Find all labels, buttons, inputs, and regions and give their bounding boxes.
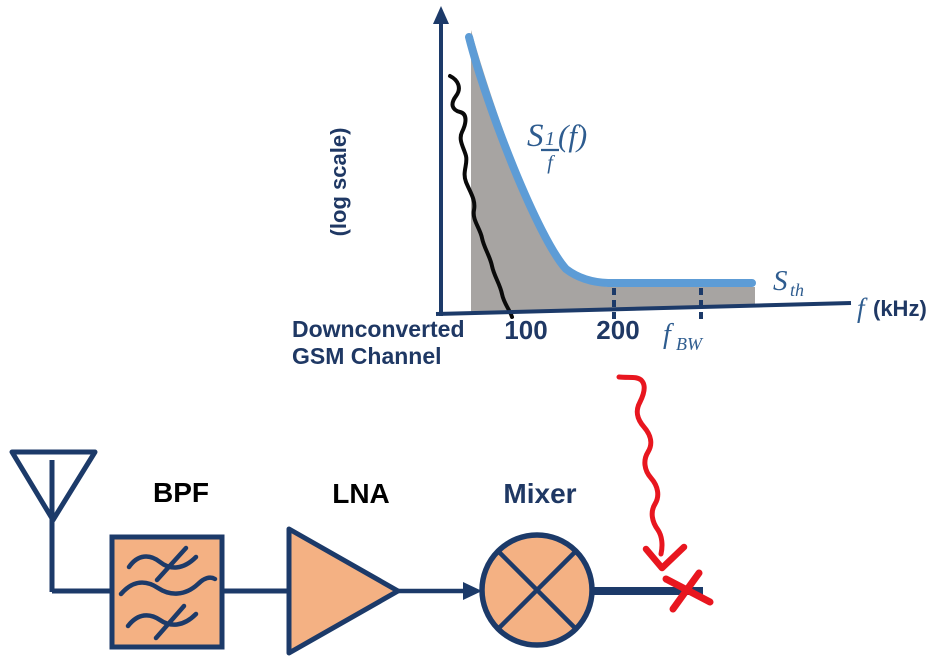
thermal-floor-label: S th — [773, 265, 804, 300]
filter-slash-bottom — [153, 603, 187, 641]
y-axis-label: (log scale) — [326, 128, 351, 237]
flicker-psd-label: S 1 f (f) — [527, 118, 587, 174]
filter-slash-top — [154, 545, 189, 583]
mixer-icon — [479, 532, 595, 648]
tick-label-100: 100 — [504, 315, 547, 345]
filter-wave-bottom — [125, 611, 199, 629]
lna-label: LNA — [332, 478, 390, 509]
flicker-psd-label-arg: (f) — [558, 118, 587, 153]
mixer-cross-2 — [497, 550, 577, 630]
y-axis-arrowhead-icon — [433, 6, 449, 24]
red-arrowhead-icon — [642, 543, 688, 572]
flicker-noise-curve — [465, 33, 756, 287]
tick-label-200: 200 — [596, 315, 639, 345]
bpf-filter-icon — [118, 545, 218, 641]
tick-label-fbw: f BW — [663, 319, 704, 354]
filter-wave-middle — [118, 575, 218, 597]
bpf-label: BPF — [153, 477, 209, 508]
thermal-floor-label-s: S — [773, 265, 788, 297]
x-axis-label-f: f — [857, 293, 868, 323]
shaded-noise-region — [471, 30, 755, 312]
spectrum-plot: (log scale) S 1 f (f) S th f (kHz) 100 2… — [292, 6, 927, 369]
red-annotation — [616, 374, 714, 613]
caption: Downconverted GSM Channel — [292, 316, 465, 369]
x-axis-label-unit: (kHz) — [873, 296, 927, 321]
receiver-chain: BPF LNA Mixer — [9, 449, 703, 656]
x-axis — [435, 301, 852, 316]
tick-label-fbw-sub: BW — [676, 334, 704, 354]
filter-wave-top — [126, 554, 199, 570]
red-x-mark — [662, 569, 714, 613]
measured-noise-trace — [448, 74, 514, 319]
antenna-icon — [9, 449, 98, 592]
red-squiggle-arrow — [616, 374, 665, 557]
lna-amplifier-icon — [286, 526, 401, 656]
caption-line1: Downconverted — [292, 316, 465, 342]
caption-line2: GSM Channel — [292, 343, 442, 369]
antenna-triangle — [9, 449, 98, 523]
mixer-label: Mixer — [503, 478, 576, 509]
wire-arrowhead-icon — [463, 582, 482, 600]
flicker-psd-label-num: 1 — [545, 128, 555, 150]
flicker-psd-label-s: S — [527, 118, 544, 154]
tick-label-fbw-f: f — [663, 319, 674, 350]
thermal-floor-label-sub: th — [790, 280, 804, 300]
red-x-stroke-2 — [669, 569, 703, 613]
flicker-psd-label-den: f — [547, 152, 555, 174]
x-axis-label: f (kHz) — [857, 293, 927, 323]
